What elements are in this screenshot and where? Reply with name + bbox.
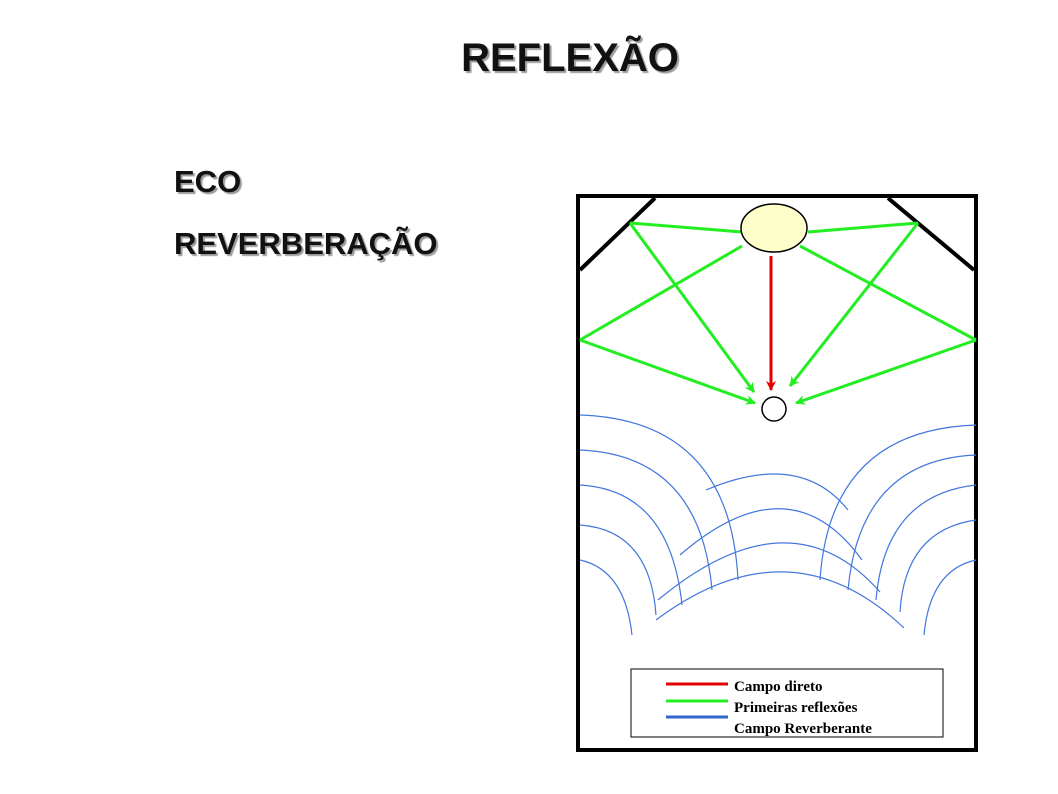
legend-label-direct: Campo direto [734,679,822,695]
slide-title: REFLEXÃO [461,36,679,80]
legend-box [630,668,944,738]
legend-label-reverberant: Campo Reverberante [734,721,872,737]
bullet-reverberacao: REVERBERAÇÃO [174,226,438,261]
room-corner-left [578,196,657,272]
room-frame [576,194,978,752]
early-reflections [579,221,977,405]
reverberant-field [579,414,977,636]
bullet-eco: ECO [174,164,242,199]
room-corner-right [886,196,976,272]
sound-source [740,203,808,253]
legend-label-reflections: Primeiras reflexões [734,700,858,716]
listener [761,396,787,422]
